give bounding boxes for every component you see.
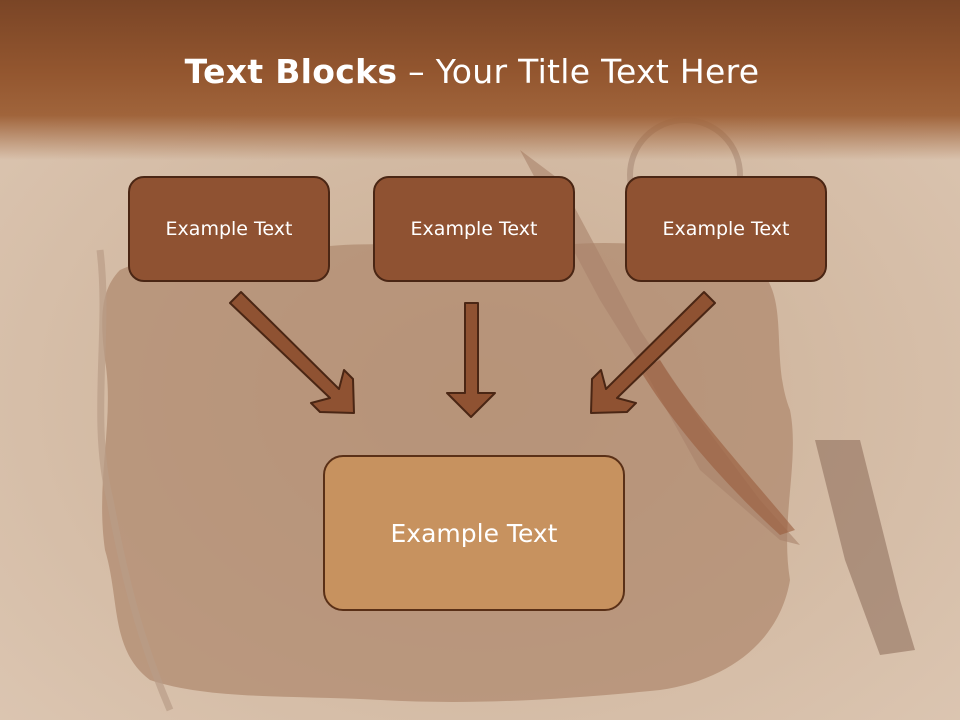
knife-handle-shape <box>640 360 795 535</box>
text-block-top-right-label: Example Text <box>662 218 790 240</box>
text-block-bottom-label: Example Text <box>390 518 558 548</box>
arrow-center-icon <box>446 302 496 418</box>
text-block-top-left-label: Example Text <box>165 218 293 240</box>
slide-title: Text Blocks – Your Title Text Here <box>0 52 944 91</box>
sheath-shape <box>815 440 915 655</box>
title-bold: Text Blocks <box>184 52 398 91</box>
title-rest: – Your Title Text Here <box>397 52 760 91</box>
knife-shape <box>520 150 800 545</box>
rope-shape <box>96 249 174 712</box>
text-block-top-left[interactable]: Example Text <box>128 176 330 282</box>
arrow-right-icon <box>590 291 716 414</box>
header-bar <box>0 0 960 160</box>
arrow-left-icon <box>229 291 355 414</box>
text-block-top-center-label: Example Text <box>410 218 538 240</box>
text-block-top-center[interactable]: Example Text <box>373 176 575 282</box>
text-block-bottom[interactable]: Example Text <box>323 455 625 611</box>
text-block-top-right[interactable]: Example Text <box>625 176 827 282</box>
